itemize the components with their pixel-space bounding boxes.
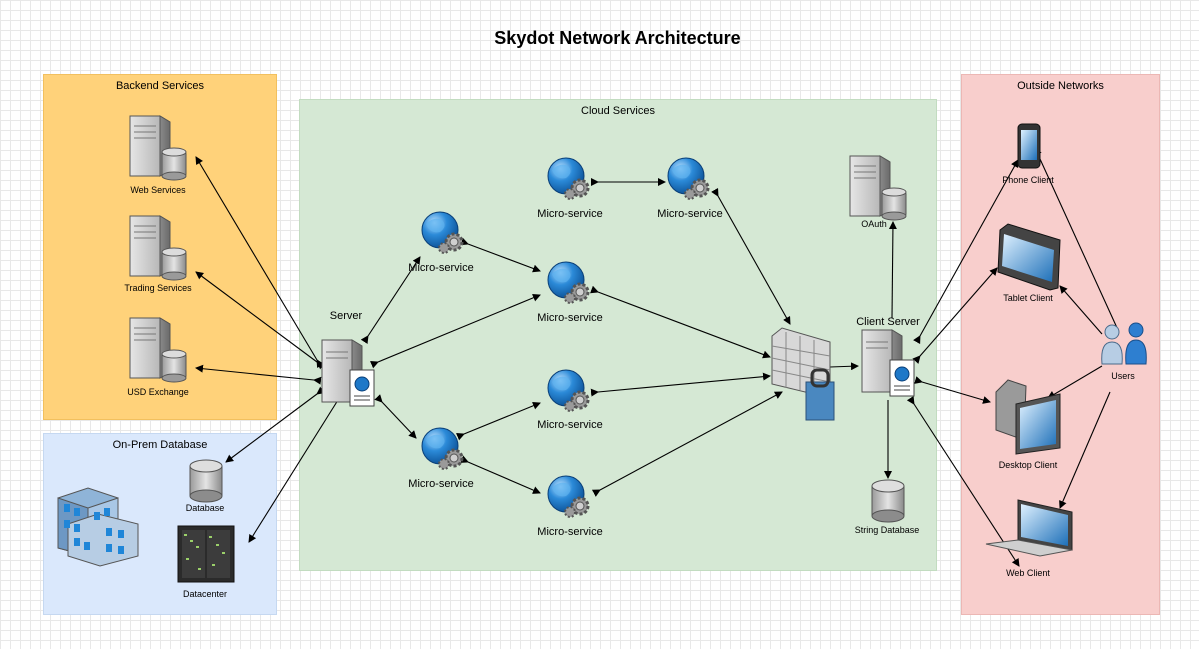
label-usd-exchange: USD Exchange <box>127 387 189 397</box>
group-label-outside: Outside Networks <box>1017 80 1104 92</box>
server-icon[interactable] <box>321 339 375 407</box>
label-string-database: String Database <box>854 525 920 535</box>
edge-users-web <box>1059 391 1111 509</box>
client-server-icon[interactable] <box>861 329 915 397</box>
edge-clientserver-oauth <box>888 221 897 319</box>
label-ms3: Micro-service <box>537 312 603 324</box>
label-datacenter: Datacenter <box>182 589 228 599</box>
microservice-3-globe-icon[interactable] <box>546 260 590 305</box>
edge-server-ms5 <box>374 394 417 439</box>
edge-ms7-firewall <box>711 187 791 325</box>
label-ms2: Micro-service <box>537 208 603 220</box>
label-oauth: OAuth <box>861 219 887 229</box>
string-database-icon[interactable] <box>871 479 905 523</box>
label-ms6: Micro-service <box>537 526 603 538</box>
tablet-icon[interactable] <box>997 223 1061 291</box>
microservice-4-globe-icon[interactable] <box>546 368 590 413</box>
edge-ms4-firewall <box>590 372 771 397</box>
label-web-services: Web Services <box>130 185 186 195</box>
label-ms5: Micro-service <box>408 478 474 490</box>
label-ms7: Micro-service <box>657 208 723 220</box>
microservice-2-globe-icon[interactable] <box>546 156 590 201</box>
edge-ms5-ms4 <box>456 401 541 441</box>
microservice-1-globe-icon[interactable] <box>420 210 464 255</box>
edge-ms1-ms3 <box>460 237 541 273</box>
label-trading-services: Trading Services <box>124 283 192 293</box>
label-client-server: Client Server <box>856 316 920 328</box>
edge-ms5-ms6 <box>459 455 541 494</box>
office-buildings-icon[interactable] <box>57 487 139 567</box>
edge-users-desktop <box>1047 365 1103 399</box>
datacenter-rack-icon[interactable] <box>177 525 235 583</box>
usd-exchange-server-icon[interactable] <box>129 317 187 383</box>
microservice-5-globe-icon[interactable] <box>420 426 464 471</box>
trading-services-server-icon[interactable] <box>129 215 187 281</box>
edge-clientserver-web <box>906 395 1020 567</box>
label-ms1: Micro-service <box>408 262 474 274</box>
edge-server-usd <box>195 364 322 385</box>
microservice-6-globe-icon[interactable] <box>546 474 590 519</box>
microservice-7-globe-icon[interactable] <box>666 156 710 201</box>
label-server: Server <box>329 310 363 322</box>
edge-server-database <box>225 386 326 463</box>
connectors <box>195 147 1119 567</box>
edge-server-webservices <box>195 156 325 369</box>
edge-clientserver-desktop <box>914 376 991 404</box>
diagram-title: Skydot Network Architecture <box>494 28 741 48</box>
edge-ms3-firewall <box>590 285 771 359</box>
group-label-cloud: Cloud Services <box>581 105 655 117</box>
label-users: Users <box>1111 371 1135 381</box>
edge-firewall-clientserver <box>822 362 859 372</box>
oauth-server-icon[interactable] <box>849 155 907 221</box>
edge-ms6-firewall <box>591 391 783 497</box>
edge-users-tablet <box>1059 285 1103 335</box>
desktop-computer-icon[interactable] <box>995 379 1061 455</box>
edge-server-ms3 <box>370 293 541 369</box>
firewall-icon[interactable] <box>771 327 835 421</box>
edge-users-phone <box>1034 147 1119 331</box>
database-icon[interactable] <box>189 459 223 503</box>
users-icon[interactable] <box>1101 322 1147 365</box>
label-ms4: Micro-service <box>537 419 603 431</box>
laptop-icon[interactable] <box>985 499 1073 557</box>
label-desktop-client: Desktop Client <box>998 460 1058 470</box>
edge-server-trading <box>195 271 326 370</box>
label-web-client: Web Client <box>1006 568 1050 578</box>
label-phone-client: Phone Client <box>1002 175 1054 185</box>
phone-icon[interactable] <box>1017 123 1041 169</box>
web-services-server-icon[interactable] <box>129 115 187 181</box>
edge-clientserver-tablet <box>912 267 998 364</box>
group-label-onprem: On-Prem Database <box>112 439 208 451</box>
label-database: Database <box>185 503 225 513</box>
edge-server-datacenter <box>248 391 346 543</box>
group-label-backend: Backend Services <box>115 80 205 92</box>
label-tablet-client: Tablet Client <box>1003 293 1053 303</box>
